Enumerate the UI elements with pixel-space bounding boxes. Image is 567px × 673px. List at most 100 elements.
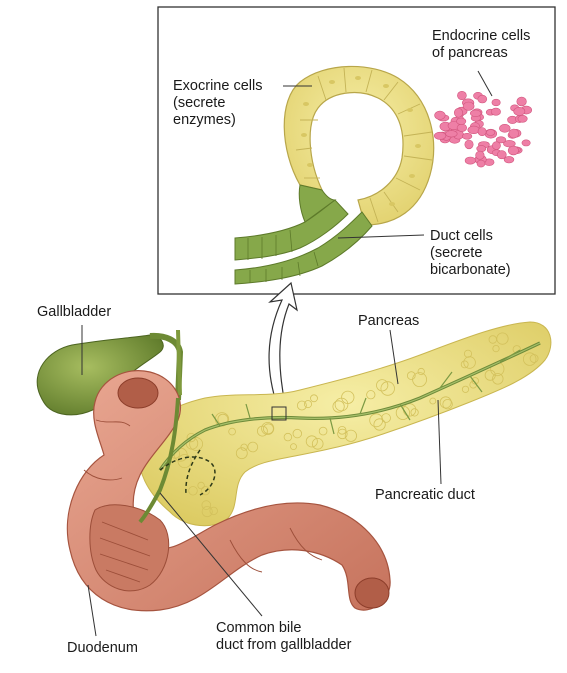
- pancreas-lobule: [461, 385, 470, 393]
- pancreas-lobule: [366, 390, 376, 400]
- endocrine-cell: [456, 117, 467, 125]
- pancreas-lobule: [380, 381, 395, 396]
- pancreas-lobule: [337, 428, 348, 440]
- pancreas-lobule: [429, 397, 437, 405]
- endocrine-cell: [464, 139, 474, 150]
- pancreas-lobule: [290, 443, 297, 451]
- pancreas-lobule: [369, 413, 384, 428]
- endocrine-cell: [490, 107, 501, 116]
- endocrine-cell: [508, 128, 519, 139]
- duodenum-label: Duodenum: [67, 640, 138, 656]
- exocrine-cells-label: Exocrine cells (secrete enzymes): [173, 78, 263, 128]
- pancreas-lobule: [523, 352, 537, 366]
- pancreas-lobule: [529, 354, 539, 363]
- pancreas-lobule: [303, 400, 312, 409]
- pancreas-lobule: [240, 443, 248, 451]
- pancreas-lobule: [310, 394, 318, 403]
- gallbladder-label: Gallbladder: [37, 304, 112, 320]
- pancreas-lobule: [201, 500, 212, 510]
- endocrine-cell: [503, 156, 515, 164]
- pancreas-lobule: [261, 421, 275, 435]
- endocrine-cell: [453, 108, 463, 118]
- pancreas-lobule: [492, 344, 500, 353]
- pancreas-lobule: [318, 426, 328, 436]
- pancreas-lobule: [228, 427, 236, 436]
- endocrine-cell: [476, 145, 487, 153]
- duct-cells-label: Duct cells (secrete bicarbonate): [430, 228, 511, 278]
- endocrine-cell: [445, 130, 458, 138]
- endocrine-cell: [513, 107, 526, 116]
- endocrine-cell: [434, 131, 447, 140]
- pancreas-lobule: [201, 506, 213, 518]
- inset-panel: [157, 6, 556, 295]
- pancreas: [138, 321, 552, 527]
- pancreas-lobule: [439, 396, 452, 409]
- pancreas-lobule: [305, 435, 318, 448]
- pancreas-lobule: [283, 432, 293, 442]
- common-bile-duct: [138, 397, 216, 524]
- endocrine-cell: [517, 115, 528, 123]
- endocrine-cell: [486, 129, 496, 136]
- pancreas-lobule: [496, 332, 509, 345]
- pancreas-lobule: [373, 418, 386, 431]
- pancreas-lobule: [406, 371, 416, 380]
- pancreas-lobule: [311, 437, 324, 450]
- pancreas-lobule: [186, 432, 196, 443]
- pancreas-label: Pancreas: [358, 313, 420, 329]
- endocrine-cell: [462, 101, 475, 111]
- endocrine-cells-cluster: [434, 91, 533, 168]
- endocrine-cell: [496, 150, 507, 160]
- pancreas-lobule: [381, 413, 391, 423]
- pancreas-lobule: [256, 425, 268, 437]
- pancreas-lobule: [460, 360, 469, 369]
- pancreas-lobule: [463, 356, 476, 369]
- pancreas-lobule: [209, 506, 218, 516]
- pancreas-lobule: [484, 369, 496, 381]
- pancreas-lobule: [262, 423, 274, 435]
- pancreas-lobule: [332, 400, 345, 413]
- pancreas-lobule: [235, 447, 248, 460]
- pancreas-lobule: [247, 441, 259, 453]
- pancreas-lobule: [197, 481, 205, 490]
- endocrine-cell: [476, 159, 486, 168]
- pancreas-lobule: [410, 408, 419, 417]
- endocrine-cell: [462, 133, 473, 140]
- endocrine-cell: [491, 141, 501, 150]
- pancreatic-duct-label: Pancreatic duct: [375, 487, 475, 503]
- endocrine-cell: [477, 127, 487, 137]
- magnified-region-marker: [271, 406, 287, 421]
- endocrine-cell: [464, 156, 476, 165]
- pancreas-lobule: [296, 400, 307, 411]
- endocrine-cell: [521, 139, 531, 147]
- duodenum: [66, 370, 391, 612]
- endocrine-cell: [470, 109, 482, 117]
- leader-lines: [81, 325, 442, 637]
- gallbladder: [36, 329, 184, 416]
- pancreas-lobule: [471, 377, 479, 385]
- exocrine-acinus: [283, 65, 435, 226]
- endocrine-cell: [503, 140, 516, 148]
- endocrine-cell: [516, 96, 527, 107]
- endocrine-cell: [491, 98, 501, 107]
- endocrine-cell: [507, 145, 519, 156]
- endocrine-cell: [475, 150, 485, 160]
- endocrine-cell: [457, 91, 467, 101]
- pancreas-lobule: [376, 379, 389, 392]
- endocrine-cell: [456, 123, 468, 132]
- pancreas-lobule: [200, 486, 210, 496]
- endocrine-cell: [495, 136, 507, 144]
- pancreas-lobule: [344, 429, 357, 442]
- endocrine-cells-label: Endocrine cells of pancreas: [432, 28, 531, 61]
- endocrine-cell: [434, 110, 446, 120]
- endocrine-cell: [477, 94, 488, 104]
- pancreas-lobule: [334, 397, 349, 412]
- pancreas-lobule: [442, 399, 453, 410]
- duct-cells: [234, 184, 373, 285]
- pancreas-lobule: [292, 428, 303, 439]
- endocrine-cell: [499, 124, 511, 133]
- pancreas-lobule: [395, 405, 410, 420]
- pancreas-lobule: [188, 486, 198, 496]
- pancreas-lobule: [177, 454, 192, 469]
- common-bile-duct-label: Common bile duct from gallbladder: [216, 620, 352, 653]
